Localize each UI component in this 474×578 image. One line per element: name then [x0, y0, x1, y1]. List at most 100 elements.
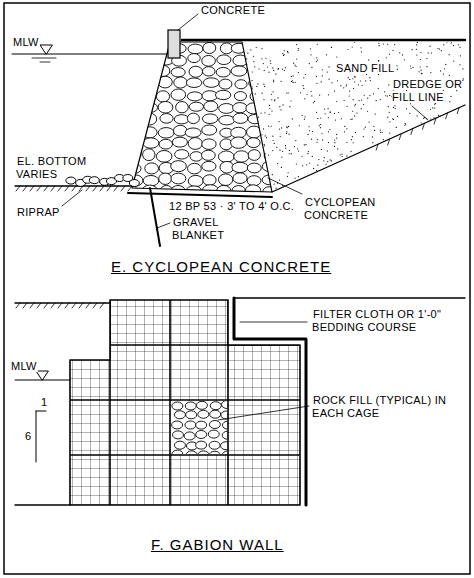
- bottom-ground-line: [15, 185, 134, 186]
- ground-hatch: [44, 186, 48, 191]
- ground-hatch: [457, 108, 459, 114]
- water-level-label: MLW: [12, 36, 40, 49]
- ground-hatch: [23, 186, 27, 191]
- part-label: DREDGE OR FILL LINE: [392, 78, 464, 104]
- ground-hatch: [51, 303, 55, 308]
- ground-hatch: [16, 186, 20, 191]
- ground-hatch: [30, 186, 34, 191]
- slope-bracket: [36, 411, 37, 462]
- gabion-mesh: [60, 295, 310, 510]
- slope-ratio-text: 6: [24, 430, 32, 442]
- water-level-symbol: [36, 371, 48, 380]
- pile-note-text: 12 BP 53 · 3' TO 4' O.C.: [168, 200, 295, 212]
- ground-hatch: [65, 186, 69, 191]
- part-label-text: DREDGE OR FILL LINE: [392, 78, 462, 103]
- ground-hatch: [434, 118, 436, 124]
- top-ground-line: [182, 39, 465, 42]
- ground-hatch: [16, 303, 20, 308]
- rock-fill: [172, 401, 234, 460]
- part-label: GRAVEL BLANKET: [172, 216, 242, 242]
- ground-hatch: [376, 144, 378, 150]
- gabion-outline: [70, 300, 300, 505]
- ground-hatch: [86, 186, 90, 191]
- elevation-note-text: EL. BOTTOM VARIES: [16, 155, 86, 180]
- leader-line: [157, 223, 170, 228]
- rock-fill-cage: [171, 401, 227, 454]
- water-line: [12, 54, 166, 55]
- part-label: SAND FILL: [335, 62, 395, 75]
- ground-hatch: [72, 186, 76, 191]
- figure-caption-text: F. GABION WALL: [150, 536, 285, 553]
- slope-ratio: 1: [40, 396, 48, 409]
- riprap-stone: [89, 177, 99, 184]
- elevation-note: EL. BOTTOM VARIES: [16, 155, 96, 181]
- part-label-text: SAND FILL: [335, 62, 395, 74]
- ground-hatch: [121, 186, 125, 191]
- ground-hatch: [86, 303, 90, 308]
- filter-cloth: [234, 298, 306, 505]
- leader-line: [62, 190, 82, 206]
- ground-hatch: [422, 123, 424, 129]
- bearing-pile: [150, 188, 160, 246]
- water-line: [32, 58, 56, 59]
- leader-line: [240, 322, 307, 323]
- figure-caption: E. CYCLOPEAN CONCRETE: [110, 258, 332, 276]
- part-label: FILTER CLOTH OR 1'-0" BEDDING COURSE: [312, 308, 462, 334]
- part-label: RIPRAP: [16, 206, 61, 219]
- riprap-stone: [66, 177, 76, 184]
- ground-hatch: [51, 186, 55, 191]
- ground-hatch: [100, 186, 104, 191]
- slope-ratio: 6: [24, 430, 32, 443]
- leader-line: [268, 178, 302, 194]
- top-ground-line: [15, 302, 110, 303]
- ground-hatch: [65, 303, 69, 308]
- ground-hatch: [411, 128, 413, 134]
- part-label-text: ROCK FILL (TYPICAL) IN EACH CAGE: [312, 394, 446, 419]
- water-level-label-text: MLW: [12, 36, 40, 48]
- ground-hatch: [388, 139, 390, 145]
- water-level-symbol: [40, 45, 52, 54]
- ground-hatch: [23, 303, 27, 308]
- part-label: CYCLOPEAN CONCRETE: [304, 196, 389, 222]
- riprap-stone: [129, 180, 139, 187]
- leader-line: [178, 14, 198, 30]
- concrete-cap: [168, 30, 180, 58]
- leader-line: [218, 406, 309, 420]
- slope-bracket: [36, 411, 46, 412]
- gravel-blanket: [128, 193, 272, 197]
- water-line: [40, 62, 50, 63]
- ground-hatch: [30, 303, 34, 308]
- part-label: CONCRETE: [200, 4, 266, 17]
- ground-hatch: [93, 303, 97, 308]
- bottom-ground-line: [15, 504, 70, 505]
- frame: [4, 3, 470, 574]
- ground-hatch: [79, 303, 83, 308]
- part-label-text: RIPRAP: [16, 206, 61, 218]
- part-label: ROCK FILL (TYPICAL) IN EACH CAGE: [312, 394, 452, 420]
- ground-hatch: [100, 303, 104, 308]
- part-label-text: FILTER CLOTH OR 1'-0" BEDDING COURSE: [312, 308, 441, 333]
- ground-hatch: [107, 186, 111, 191]
- ground-hatch: [128, 186, 132, 191]
- top-ground-line: [234, 297, 465, 298]
- ground-hatch: [58, 186, 62, 191]
- ground-hatch: [446, 113, 448, 119]
- cyclopean-wall-outline: [132, 42, 272, 192]
- water-level-label-text: MLW: [10, 360, 38, 372]
- part-label-text: CONCRETE: [200, 4, 266, 16]
- ground-hatch: [114, 186, 118, 191]
- leader-line: [412, 106, 428, 120]
- figure-caption-text: E. CYCLOPEAN CONCRETE: [110, 258, 332, 275]
- ground-hatch: [399, 134, 401, 140]
- part-label-text: GRAVEL BLANKET: [172, 216, 225, 241]
- water-level-label: MLW: [10, 360, 38, 373]
- figure-caption: F. GABION WALL: [150, 536, 285, 554]
- pile-note: 12 BP 53 · 3' TO 4' O.C.: [168, 200, 295, 213]
- ground-hatch: [93, 186, 97, 191]
- ground-hatch: [72, 303, 76, 308]
- ground-hatch: [58, 303, 62, 308]
- sand-fill: [239, 41, 466, 194]
- dredge-fill-line: [272, 105, 465, 192]
- ground-hatch: [37, 186, 41, 191]
